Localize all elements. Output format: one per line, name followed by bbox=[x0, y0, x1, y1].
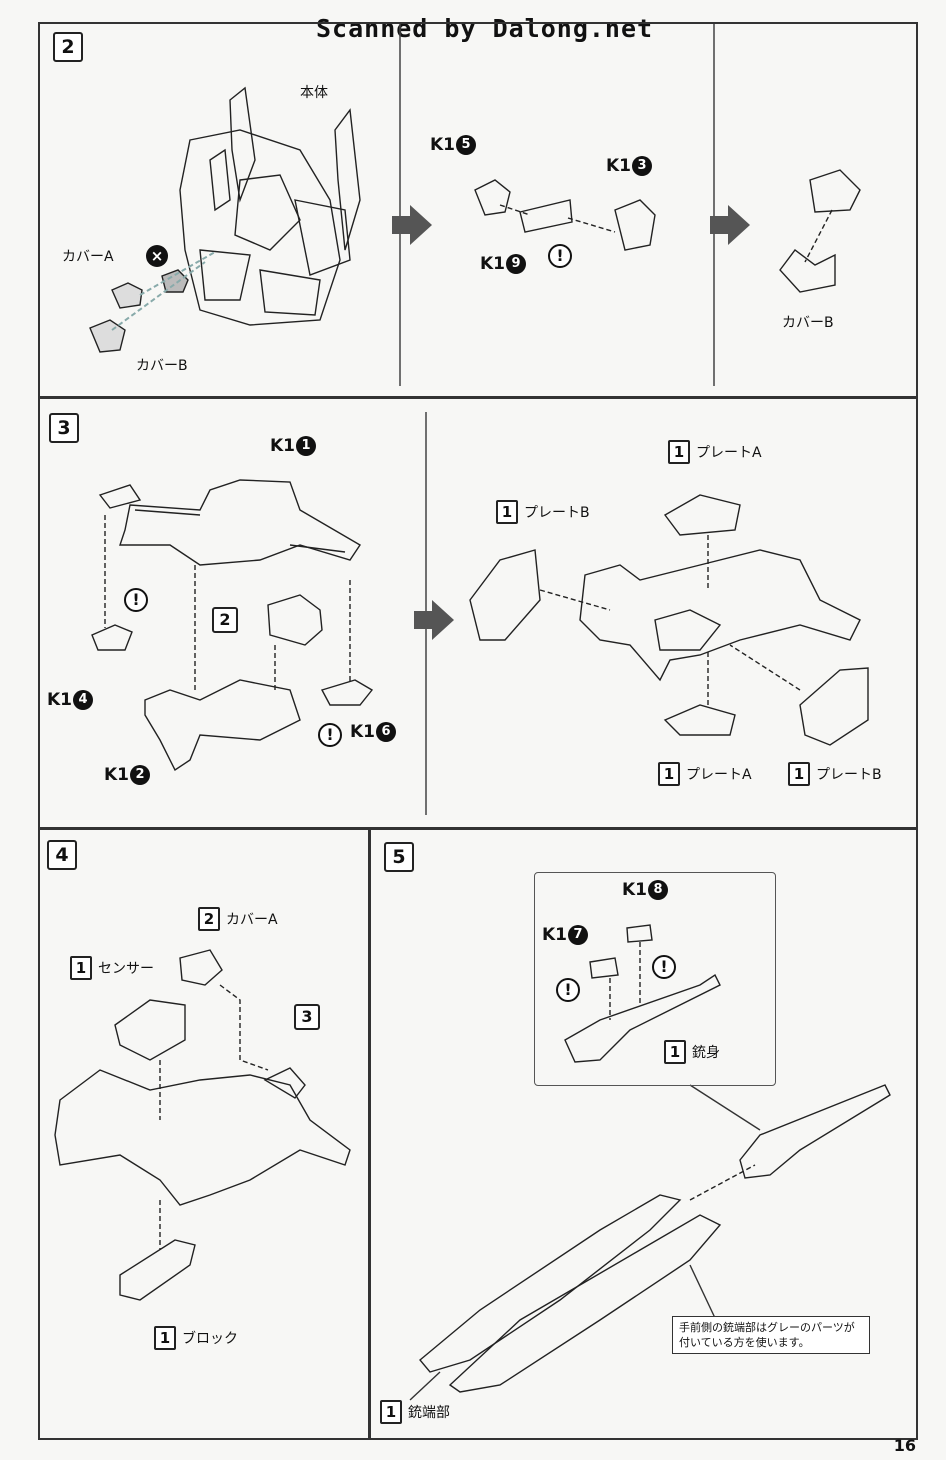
frame-k1-1 bbox=[98, 479, 361, 566]
usage-note-line-1: 手前側の銃端部はグレーのパーツが bbox=[679, 1321, 855, 1334]
step-number-3: 3 bbox=[49, 413, 79, 443]
caution-icon: ! bbox=[652, 955, 676, 979]
step-number-4: 4 bbox=[47, 840, 77, 870]
caution-icon: ! bbox=[548, 244, 572, 268]
body-label: 本体 bbox=[300, 85, 328, 101]
ref-step-2: 2 bbox=[212, 607, 238, 633]
ref-step-3: 3 bbox=[294, 1004, 320, 1030]
cover-b-result-label: カバーB bbox=[782, 315, 834, 331]
detail-inset bbox=[534, 872, 776, 1086]
step-number-5: 5 bbox=[384, 842, 414, 872]
page-number: 16 bbox=[893, 1436, 916, 1455]
step-number-2: 2 bbox=[53, 32, 83, 62]
arrow-right-icon bbox=[392, 205, 432, 245]
cover-a-label: カバーA bbox=[62, 249, 114, 265]
arrow-right-icon bbox=[414, 600, 454, 640]
caution-icon: ! bbox=[556, 978, 580, 1002]
robot-body-drawing bbox=[179, 86, 361, 326]
watermark-text: Scanned by Dalong.net bbox=[316, 14, 654, 43]
frame-assembled-step3 bbox=[579, 549, 861, 682]
arrow-right-icon bbox=[710, 205, 750, 245]
usage-note: 手前側の銃端部はグレーのパーツが 付いている方を使います。 bbox=[672, 1316, 870, 1354]
panel-step-5 bbox=[369, 828, 918, 1440]
caution-icon: ! bbox=[318, 723, 342, 747]
x-mark-icon: × bbox=[146, 245, 168, 267]
cover-b-label: カバーB bbox=[136, 358, 188, 374]
frame-k1-2 bbox=[144, 679, 301, 772]
caution-icon: ! bbox=[124, 588, 148, 612]
usage-note-line-2: 付いている方を使います。 bbox=[679, 1336, 810, 1349]
